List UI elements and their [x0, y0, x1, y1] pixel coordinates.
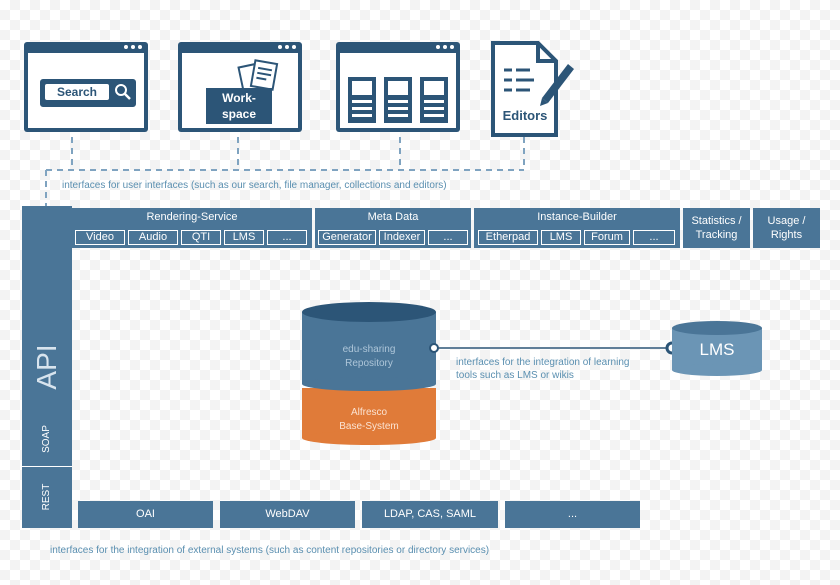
editors-document-icon: [491, 41, 574, 137]
usage-rights-block: Usage / Rights: [753, 208, 820, 248]
repository-cylinder: [302, 302, 436, 445]
collection-card: [420, 77, 448, 123]
editors-label: Editors: [502, 108, 548, 123]
collection-card: [348, 77, 376, 123]
rest-label: REST: [41, 483, 52, 511]
workspace-label: Work- space: [206, 88, 272, 124]
instance-item-lms: LMS: [541, 230, 581, 245]
instance-item-more: ...: [633, 230, 675, 245]
metadata-item-generator: Generator: [318, 230, 376, 245]
statistics-line1: Statistics /: [691, 215, 742, 227]
oai-box: OAI: [78, 501, 213, 528]
search-window: Search: [24, 42, 148, 132]
statistics-tracking-block: Statistics / Tracking: [683, 208, 750, 248]
external-systems-note: interfaces for the integration of extern…: [50, 545, 490, 556]
rendering-item-lms: LMS: [224, 230, 264, 245]
usage-line1: Usage /: [767, 215, 806, 227]
search-label: Search: [45, 84, 109, 100]
learning-tools-note-line1: interfaces for the integration of learni…: [456, 357, 630, 368]
lms-label: LMS: [699, 340, 735, 359]
metadata-item-more: ...: [428, 230, 468, 245]
rendering-service-block: Rendering-Service Video Audio QTI LMS ..…: [72, 208, 312, 248]
workspace-label-line2: space: [221, 107, 257, 121]
more-protocols-box: ...: [505, 501, 640, 528]
instance-builder-title: Instance-Builder: [537, 211, 617, 223]
usage-line2: Rights: [770, 229, 803, 241]
workspace-window: Work- space: [178, 42, 302, 132]
user-interfaces-note: interfaces for user interfaces (such as …: [62, 180, 447, 191]
webdav-box: WebDAV: [220, 501, 355, 528]
lms-connector: [429, 341, 679, 355]
rendering-item-qti: QTI: [181, 230, 221, 245]
base-system-line1: Alfresco: [350, 407, 388, 418]
base-system-label: Alfresco Base-System: [302, 406, 436, 434]
api-column: API SOAP REST: [22, 206, 72, 528]
collection-cards: [340, 53, 456, 128]
workspace-label-line1: Work-: [222, 91, 256, 105]
statistics-line2: Tracking: [695, 229, 738, 241]
rendering-item-audio: Audio: [128, 230, 178, 245]
metadata-block: Meta Data Generator Indexer ...: [315, 208, 471, 248]
rendering-item-more: ...: [267, 230, 307, 245]
metadata-title: Meta Data: [367, 211, 419, 223]
lms-cylinder: [672, 321, 762, 376]
search-icon: [115, 84, 131, 100]
collection-card: [384, 77, 412, 123]
base-system-line2: Base-System: [339, 421, 399, 432]
instance-builder-block: Instance-Builder Etherpad LMS Forum ...: [474, 208, 680, 248]
collections-window: [336, 42, 460, 132]
rendering-item-video: Video: [75, 230, 125, 245]
ldap-cas-saml-box: LDAP, CAS, SAML: [362, 501, 498, 528]
repository-label-line2: Repository: [345, 358, 393, 369]
instance-item-etherpad: Etherpad: [478, 230, 538, 245]
repository-label: edu-sharing Repository: [302, 343, 436, 371]
rendering-service-title: Rendering-Service: [146, 211, 238, 223]
instance-item-forum: Forum: [584, 230, 630, 245]
learning-tools-note: interfaces for the integration of learni…: [456, 356, 629, 382]
metadata-item-indexer: Indexer: [379, 230, 425, 245]
search-box[interactable]: Search: [40, 79, 136, 107]
learning-tools-note-line2: tools such as LMS or wikis: [456, 370, 574, 381]
repository-label-line1: edu-sharing: [342, 344, 396, 355]
